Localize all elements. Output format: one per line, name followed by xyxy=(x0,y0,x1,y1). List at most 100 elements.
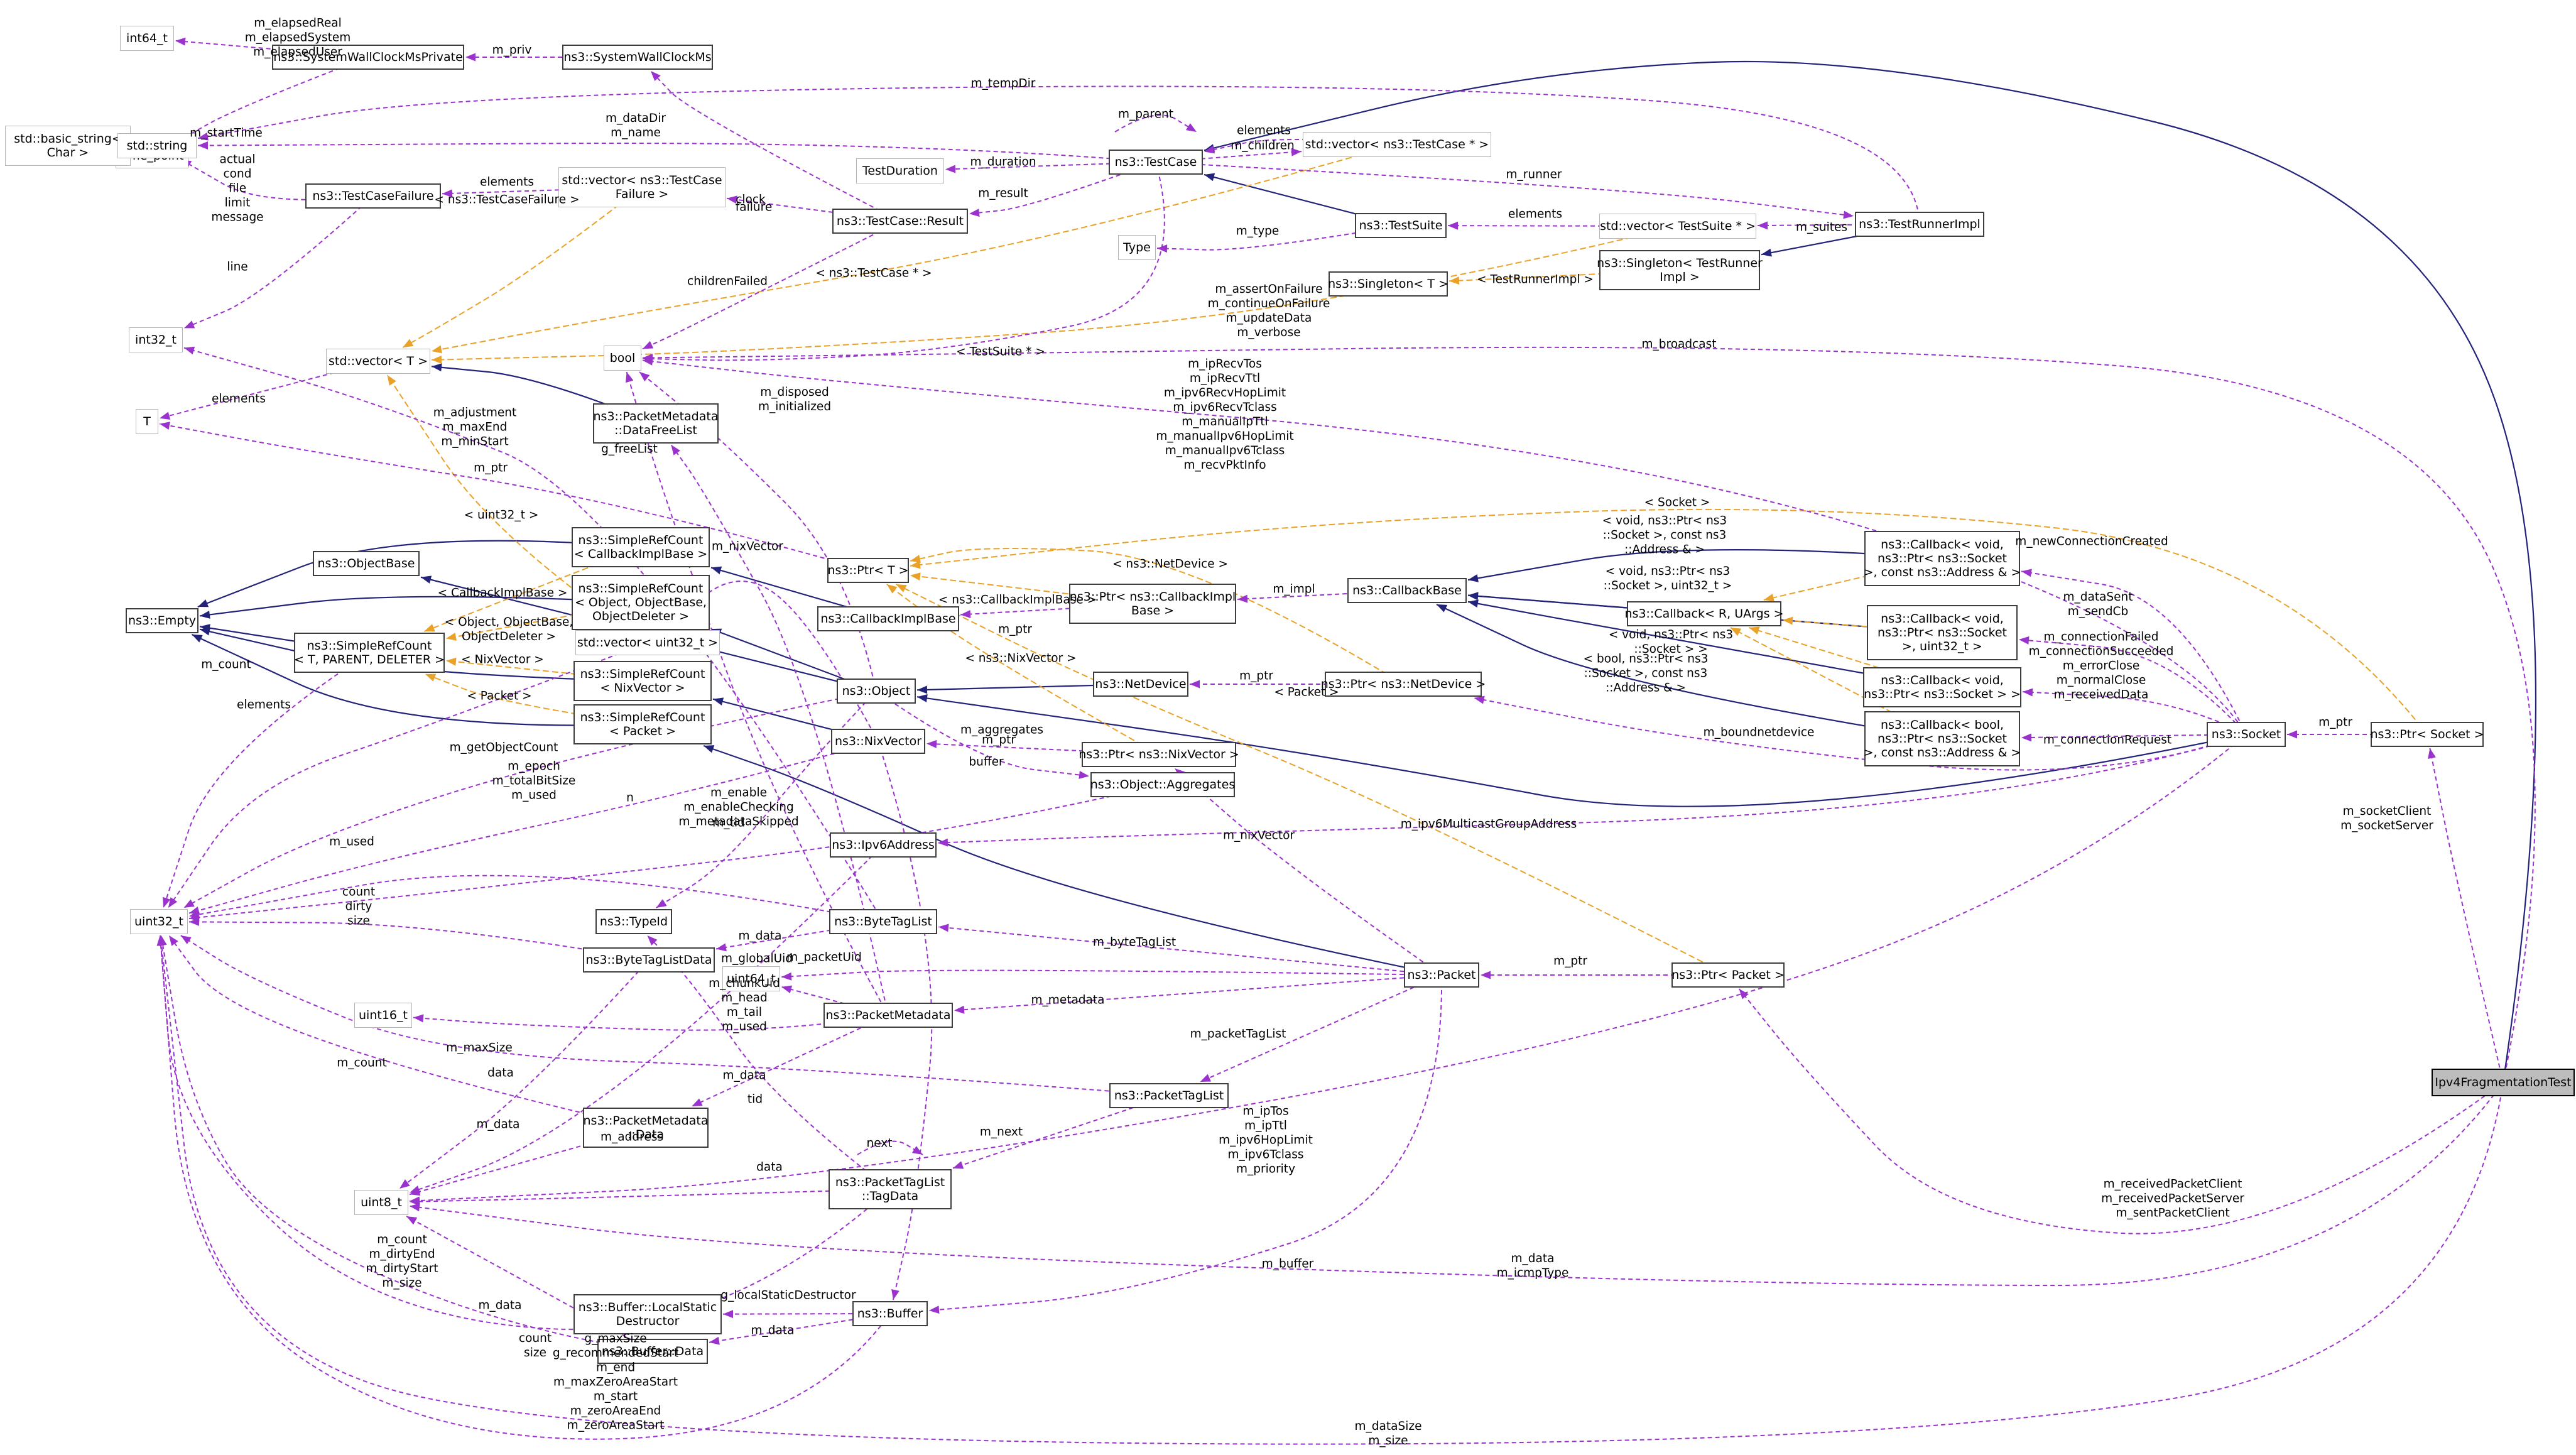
edge-label-actual: actual cond file limit message xyxy=(211,153,264,224)
class-node-int32-t[interactable]: int32_t xyxy=(129,327,183,352)
class-node-ns3-singleton-testrunner-impl[interactable]: ns3::Singleton< TestRunner Impl > xyxy=(1597,250,1763,290)
class-node-ns3-buffer[interactable]: ns3::Buffer xyxy=(852,1301,928,1326)
class-node-ns3-buffer-localstatic-destructor[interactable]: ns3::Buffer::LocalStatic Destructor xyxy=(573,1294,722,1334)
class-node-ns3-buffer-data[interactable]: ns3::Buffer::Data xyxy=(597,1339,708,1364)
class-node-ns3-callback-r-uargs[interactable]: ns3::Callback< R, UArgs > xyxy=(1625,601,1784,626)
class-node-ns3-object[interactable]: ns3::Object xyxy=(837,678,916,704)
class-node-ns3-ptr-ns3-callbackimpl-base[interactable]: ns3::Ptr< ns3::CallbackImpl Base > xyxy=(1069,584,1236,624)
class-node-ns3-simplerefcount-packet[interactable]: ns3::SimpleRefCount < Packet > xyxy=(573,704,712,744)
class-node-ns3-singleton-t[interactable]: ns3::Singleton< T > xyxy=(1328,271,1448,297)
class-node-std-vector-t[interactable]: std::vector< T > xyxy=(326,349,430,374)
edge-label-m-duration: m_duration xyxy=(970,155,1036,169)
class-node-ns3-packettaglist-tagdata[interactable]: ns3::PacketTagList ::TagData xyxy=(829,1169,952,1209)
edge-m-chunkuid-53-60 xyxy=(413,1014,889,1031)
class-node-ns3-typeid[interactable]: ns3::TypeId xyxy=(595,909,672,934)
class-node-t[interactable]: T xyxy=(136,409,158,434)
class-node-ns3-ptr-ns3-netdevice[interactable]: ns3::Ptr< ns3::NetDevice > xyxy=(1321,672,1486,697)
edge-label-packet: < Packet > xyxy=(467,689,532,703)
edge-m-aggregates-36-41 xyxy=(876,690,1090,779)
class-node-std-vector-uint32-t[interactable]: std::vector< uint32_t > xyxy=(575,630,720,655)
edge-label-buffer: buffer xyxy=(969,755,1004,769)
class-node-ns3-objectbase[interactable]: ns3::ObjectBase xyxy=(313,551,420,576)
class-node-ns3-packetmetadata-datafreelist[interactable]: ns3::PacketMetadata ::DataFreeList xyxy=(593,403,719,444)
class-node-ns3-callback-bool-ns3-ptr-ns3-socket-const-ns3-address[interactable]: ns3::Callback< bool, ns3::Ptr< ns3::Sock… xyxy=(1864,711,2021,766)
edge-label-ns3-netdevice: < ns3::NetDevice > xyxy=(1112,557,1229,571)
class-node-uint8-t[interactable]: uint8_t xyxy=(354,1190,408,1215)
class-node-testduration[interactable]: TestDuration xyxy=(856,158,944,183)
class-node-ns3-ptr-ns3-nixvector[interactable]: ns3::Ptr< ns3::NixVector > xyxy=(1079,742,1239,767)
class-node-int64-t[interactable]: int64_t xyxy=(120,26,174,51)
class-node-uint16-t[interactable]: uint16_t xyxy=(354,1003,412,1028)
class-node-bool[interactable]: bool xyxy=(604,346,641,371)
class-node-ns3-callbackbase[interactable]: ns3::CallbackBase xyxy=(1347,578,1467,603)
main-class-node-ipv4fragmentationtest[interactable]: Ipv4FragmentationTest xyxy=(2432,1069,2575,1096)
edge-m-tempdir-18-6 xyxy=(197,85,1920,225)
edge-m-impl-35-34 xyxy=(1237,590,1408,603)
class-node-ns3-ptr-t[interactable]: ns3::Ptr< T > xyxy=(827,558,909,583)
class-node-std-string[interactable]: std::string xyxy=(117,133,197,158)
class-node-ns3-simplerefcount-object-objectbase-objectdeleter[interactable]: ns3::SimpleRefCount < Object, ObjectBase… xyxy=(572,575,710,630)
edge-m-buffer-51-64 xyxy=(928,974,1443,1314)
edge-m-ptr-32-22 xyxy=(159,422,869,571)
edge-label-m-packettaglist: m_packetTagList xyxy=(1190,1027,1286,1041)
class-node-ns3-testcase-result[interactable]: ns3::TestCase::Result xyxy=(832,209,968,234)
edge-label-void-ns3-ptr-ns3: < void, ns3::Ptr< ns3 ::Socket >, const … xyxy=(1602,514,1727,557)
class-node-ns3-ipv6address[interactable]: ns3::Ipv6Address xyxy=(830,832,937,858)
class-node-ns3-netdevice[interactable]: ns3::NetDevice xyxy=(1093,672,1188,697)
edge-label-m-nixvector: m_nixVector xyxy=(1222,829,1295,842)
class-node-ns3-empty[interactable]: ns3::Empty xyxy=(126,608,198,633)
class-node-ns3-ptr-socket[interactable]: ns3::Ptr< Socket > xyxy=(2370,722,2484,747)
class-node-ns3-nixvector[interactable]: ns3::NixVector xyxy=(831,729,925,754)
class-node-ns3-callback-void-ns3-ptr-ns3-socket-const-ns3-address[interactable]: ns3::Callback< void, ns3::Ptr< ns3::Sock… xyxy=(1864,531,2021,586)
edge-label-m-data: m_data xyxy=(751,1324,795,1338)
class-node-ns3-simplerefcount-t-parent-deleter[interactable]: ns3::SimpleRefCount < T, PARENT, DELETER… xyxy=(294,633,445,673)
class-node-ns3-bytetaglistdata[interactable]: ns3::ByteTagListData xyxy=(583,947,715,973)
class-node-ns3-testcasefailure[interactable]: ns3::TestCaseFailure xyxy=(305,183,441,209)
edge-label-m-datasent: m_dataSent m_sendCb xyxy=(2063,591,2133,618)
class-node-ns3-packetmetadata-data[interactable]: ns3::PacketMetadata ::Data xyxy=(583,1108,709,1148)
edge-m-result-11-10 xyxy=(969,161,1156,217)
class-node-std-vector-ns3-testcase[interactable]: std::vector< ns3::TestCase * > xyxy=(1303,132,1491,157)
class-node-ns3-packet[interactable]: ns3::Packet xyxy=(1404,962,1479,988)
class-node-ns3-packettaglist[interactable]: ns3::PacketTagList xyxy=(1109,1083,1229,1108)
class-node-ns3-packetmetadata[interactable]: ns3::PacketMetadata xyxy=(823,1003,953,1028)
class-node-ns3-ptr-packet[interactable]: ns3::Ptr< Packet > xyxy=(1671,962,1785,988)
class-node-ns3-systemwallclockmsprivate[interactable]: ns3::SystemWallClockMsPrivate xyxy=(272,45,464,70)
edge-label-m-iprecvtos: m_ipRecvTos m_ipRecvTtl m_ipv6RecvHopLim… xyxy=(1156,357,1294,472)
edge-label-m-type: m_type xyxy=(1236,224,1280,238)
class-node-ns3-testrunnerimpl[interactable]: ns3::TestRunnerImpl xyxy=(1855,212,1984,237)
class-node-ns3-callback-void-ns3-ptr-ns3-socket[interactable]: ns3::Callback< void, ns3::Ptr< ns3::Sock… xyxy=(1863,667,2021,707)
edge-label-m-tempdir: m_tempDir xyxy=(970,77,1036,90)
class-node-ns3-socket[interactable]: ns3::Socket xyxy=(2207,722,2286,747)
class-node-std-vector-ns3-testcase-failure[interactable]: std::vector< ns3::TestCase Failure > xyxy=(558,167,726,207)
class-node-std-basic-string-char[interactable]: std::basic_string< Char > xyxy=(5,126,131,166)
edge-m-count-61-56 xyxy=(168,935,646,1128)
class-node-ns3-simplerefcount-nixvector[interactable]: ns3::SimpleRefCount < NixVector > xyxy=(573,661,712,701)
edge-label-clock: clock xyxy=(736,193,766,207)
edge-m-address-49-62 xyxy=(409,844,884,1194)
edge-m-receivedpacketclient-66-52 xyxy=(1738,988,2504,1234)
class-node-ns3-bytetaglist[interactable]: ns3::ByteTagList xyxy=(829,909,937,934)
class-node-uint64-t[interactable]: uint64_t xyxy=(722,966,780,991)
edge-label-m-parent: m_parent xyxy=(1118,107,1173,121)
class-node-std-vector-testsuite[interactable]: std::vector< TestSuite * > xyxy=(1599,214,1756,239)
edge-m-runner-11-18 xyxy=(1155,161,1854,219)
class-node-ns3-object-aggregates[interactable]: ns3::Object::Aggregates xyxy=(1090,772,1235,797)
edge-elements-27-56 xyxy=(168,642,648,908)
class-node-ns3-systemwallclockms[interactable]: ns3::SystemWallClockMs xyxy=(562,45,713,70)
edge-elements-12-11 xyxy=(1204,139,1398,154)
class-node-ns3-testsuite[interactable]: ns3::TestSuite xyxy=(1355,213,1447,238)
class-node-ns3-simplerefcount-callbackimplbase[interactable]: ns3::SimpleRefCount < CallbackImplBase > xyxy=(572,527,710,567)
edge-m-suites-18-15 xyxy=(1757,221,1920,230)
edge-label-count: count dirty size xyxy=(342,885,376,928)
class-node-ns3-testcase[interactable]: ns3::TestCase xyxy=(1109,150,1203,175)
edge-childrenfailed-10-21 xyxy=(642,221,901,350)
edge-label-void-ns3-ptr-ns3: < void, ns3::Ptr< ns3 ::Socket > > xyxy=(1608,628,1734,656)
class-node-ns3-callbackimplbase[interactable]: ns3::CallbackImplBase xyxy=(817,606,959,631)
class-node-type[interactable]: Type xyxy=(1118,235,1156,260)
edge-label-m-next: m_next xyxy=(979,1125,1023,1139)
edge-label-m-data: m_data xyxy=(478,1299,522,1312)
class-node-ns3-callback-void-ns3-ptr-ns3-socket-uint32-t[interactable]: ns3::Callback< void, ns3::Ptr< ns3::Sock… xyxy=(1867,605,2018,660)
class-node-uint32-t[interactable]: uint32_t xyxy=(130,909,188,934)
edge-label-m-priv: m_priv xyxy=(492,43,532,57)
